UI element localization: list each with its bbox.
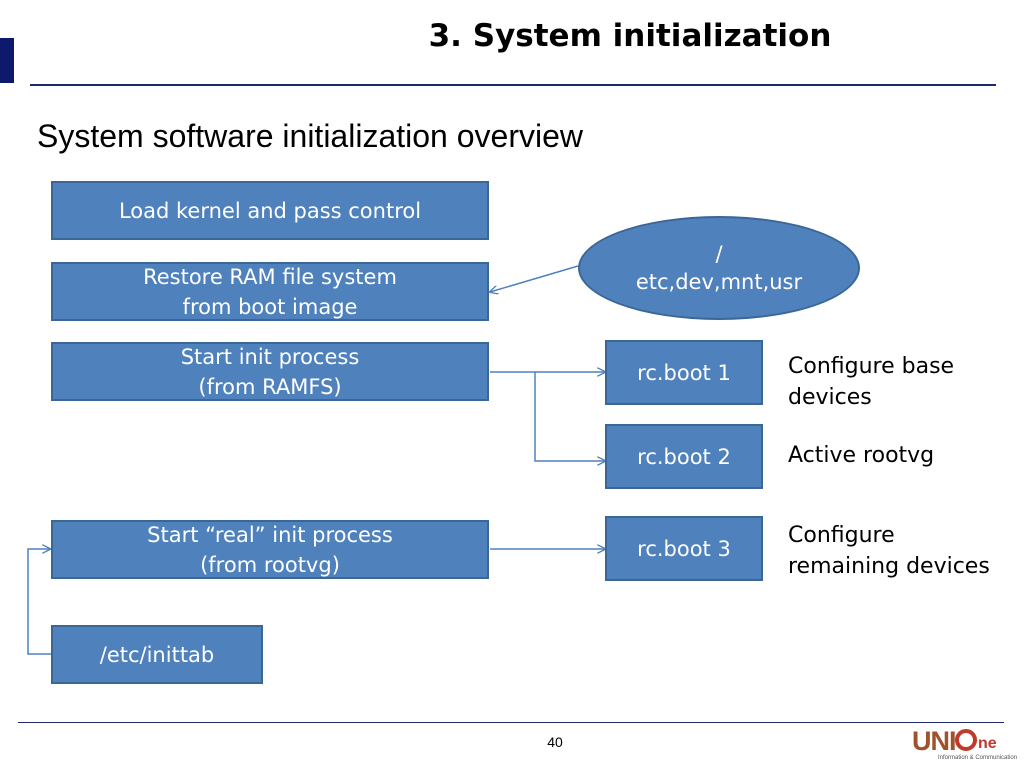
page-number: 40 xyxy=(547,734,563,750)
rcboot-2-description: Active rootvg xyxy=(788,440,934,471)
footer-divider xyxy=(18,722,1004,723)
filesystem-ellipse: / etc,dev,mnt,usr xyxy=(578,216,860,320)
slide-subtitle: System software initialization overview xyxy=(37,118,583,154)
load-kernel-label: Load kernel and pass control xyxy=(118,198,422,223)
rcboot-2-label: rc.boot 2 xyxy=(637,444,731,469)
logo-brand: UNI xyxy=(912,726,956,756)
restore-ram-line-2: from boot image xyxy=(182,294,358,319)
filesystem-line-2: etc,dev,mnt,usr xyxy=(635,270,803,294)
rcboot-1-label: rc.boot 1 xyxy=(637,360,731,385)
start-init-line-1: Start init process xyxy=(180,344,360,369)
rcboot-2-desc-line-1: Active rootvg xyxy=(788,443,935,468)
start-init-box: Start init process (from RAMFS) xyxy=(51,342,489,401)
left-accent-bar xyxy=(0,38,14,83)
rcboot-1-box: rc.boot 1 xyxy=(605,340,763,405)
inittab-box: /etc/inittab xyxy=(51,625,263,684)
start-real-init-line-2: (from rootvg) xyxy=(200,552,340,577)
logo-suffix: ne xyxy=(978,735,997,752)
arrow-init-to-rcboot2 xyxy=(534,372,605,461)
arrow-filesystem-to-restore xyxy=(490,265,579,292)
start-real-init-line-1: Start “real” init process xyxy=(147,522,393,547)
restore-ram-box: Restore RAM file system from boot image xyxy=(51,262,489,321)
rcboot-3-desc-line-1: Configure xyxy=(788,523,895,548)
start-init-line-2: (from RAMFS) xyxy=(198,374,342,399)
slide-title: 3. System initialization xyxy=(428,18,832,54)
rcboot-3-label: rc.boot 3 xyxy=(637,536,731,561)
filesystem-line-1: / xyxy=(715,242,723,266)
logo-tagline: Information & Communication xyxy=(938,755,1018,761)
rcboot-1-description: Configure base devices xyxy=(788,351,954,413)
inittab-label: /etc/inittab xyxy=(99,642,215,667)
rcboot-2-box: rc.boot 2 xyxy=(605,424,763,489)
load-kernel-box: Load kernel and pass control xyxy=(51,181,489,240)
restore-ram-line-1: Restore RAM file system xyxy=(143,264,397,289)
arrow-inittab-to-realinit xyxy=(27,549,52,655)
rcboot-1-desc-line-1: Configure base xyxy=(788,354,955,379)
rcboot-1-desc-line-2: devices xyxy=(788,385,872,410)
title-divider xyxy=(30,84,996,86)
rcboot-3-description: Configure remaining devices xyxy=(788,520,990,582)
company-logo: UNI ne Information & Communication xyxy=(912,726,1017,766)
rcboot-3-desc-line-2: remaining devices xyxy=(788,554,990,579)
logo-ring-icon xyxy=(955,729,977,751)
start-real-init-box: Start “real” init process (from rootvg) xyxy=(51,520,489,579)
rcboot-3-box: rc.boot 3 xyxy=(605,516,763,581)
